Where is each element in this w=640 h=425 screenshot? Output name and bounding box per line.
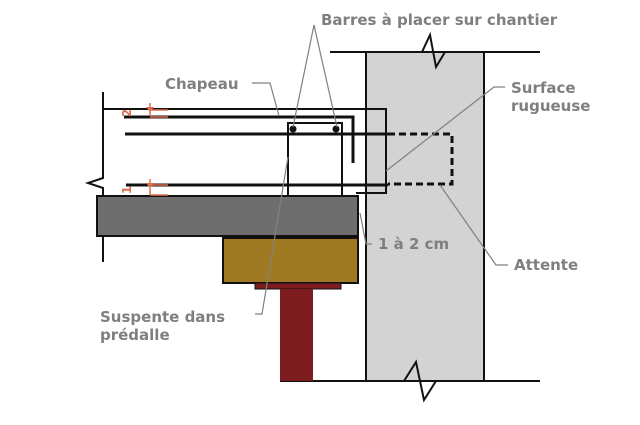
leader-chapeau — [252, 82, 280, 117]
chapeau-bar — [124, 115, 355, 163]
leader-surface — [385, 86, 505, 172]
post-plate — [254, 282, 342, 290]
slab-outline — [103, 108, 387, 194]
leader-barres — [292, 24, 338, 128]
cover-marker-bottom-label: 1 — [120, 186, 134, 194]
site-bar-dot — [289, 125, 297, 133]
wall-bottom-break-line — [280, 359, 540, 403]
predalle — [96, 195, 359, 237]
leader-attente — [439, 184, 508, 266]
label-gap: 1 à 2 cm — [378, 235, 449, 253]
label-barres: Barres à placer sur chantier — [321, 11, 558, 29]
label-attente: Attente — [514, 256, 578, 274]
leader-gap — [359, 212, 372, 245]
label-suspente-2: prédalle — [100, 326, 170, 344]
label-chapeau: Chapeau — [165, 75, 239, 93]
wall — [365, 51, 485, 382]
leader-suspente — [255, 156, 289, 315]
label-surface-2: rugueuse — [511, 97, 590, 115]
cover-marker-bottom — [146, 179, 168, 196]
cover-marker-top-label: 2 — [120, 109, 134, 117]
label-surface-1: Surface — [511, 79, 576, 97]
attente-bar — [388, 132, 454, 186]
cover-marker-top — [146, 103, 168, 118]
post — [280, 289, 313, 381]
beam — [222, 237, 359, 284]
wall-top-break-line — [330, 31, 540, 70]
label-suspente-1: Suspente dans — [100, 308, 225, 326]
site-bar-dot — [332, 125, 340, 133]
